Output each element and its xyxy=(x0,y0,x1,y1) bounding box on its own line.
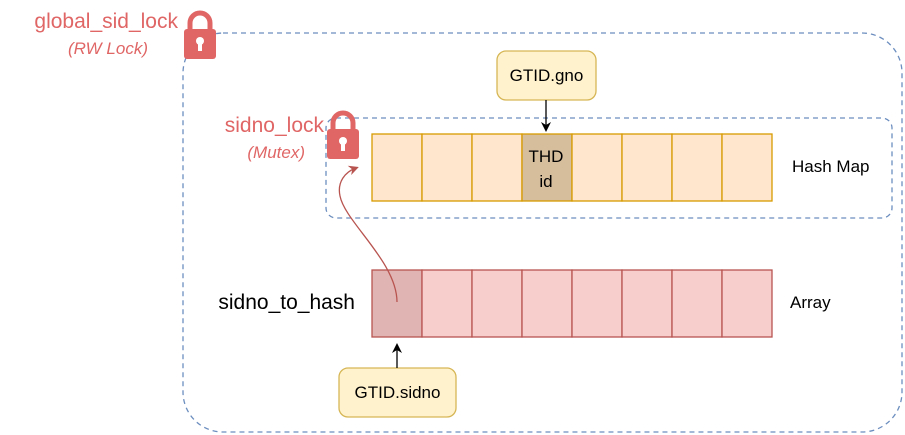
array-cell-6 xyxy=(671,269,723,338)
hash-map-label: Hash Map xyxy=(792,157,869,176)
hash-map-cell-2 xyxy=(471,133,523,202)
sidno-lock-icon xyxy=(327,110,359,159)
hash-map-cell-1 xyxy=(421,133,473,202)
sidno-lock-type: (Mutex) xyxy=(247,143,305,162)
hash-map-cell-5 xyxy=(621,133,673,202)
array-cell-5 xyxy=(621,269,673,338)
global-lock-scope xyxy=(182,32,903,433)
array-cell-4 xyxy=(571,269,623,338)
hash-cell-text-line1: THD xyxy=(529,147,564,166)
array-cells xyxy=(371,269,773,338)
hash-map-cell-3 xyxy=(521,133,573,202)
array-cell-7 xyxy=(721,269,773,338)
array-name: sidno_to_hash xyxy=(218,291,355,314)
array-cell-2 xyxy=(471,269,523,338)
hash-map-cell-0 xyxy=(371,133,423,202)
global-lock-name: global_sid_lock xyxy=(34,10,178,33)
sidno-lock-name: sidno_lock xyxy=(225,114,325,137)
hash-map-cells xyxy=(371,133,773,202)
hash-map-cell-6 xyxy=(671,133,723,202)
sidno-lock-scope xyxy=(325,117,893,219)
array-to-hashmap-curve-arrow xyxy=(338,165,398,303)
hash-cell-text-line2: id xyxy=(539,172,552,191)
hash-map-cell-7 xyxy=(721,133,773,202)
global-lock-icon xyxy=(184,10,216,59)
array-cell-1 xyxy=(421,269,473,338)
hash-map-cell-4 xyxy=(571,133,623,202)
global-lock-type: (RW Lock) xyxy=(68,39,148,58)
array-cell-0 xyxy=(371,269,423,338)
gtid-sidno-label: GTID.sidno xyxy=(355,383,441,402)
gtid-gno-label: GTID.gno xyxy=(510,66,584,85)
array-label: Array xyxy=(790,293,831,312)
array-cell-3 xyxy=(521,269,573,338)
